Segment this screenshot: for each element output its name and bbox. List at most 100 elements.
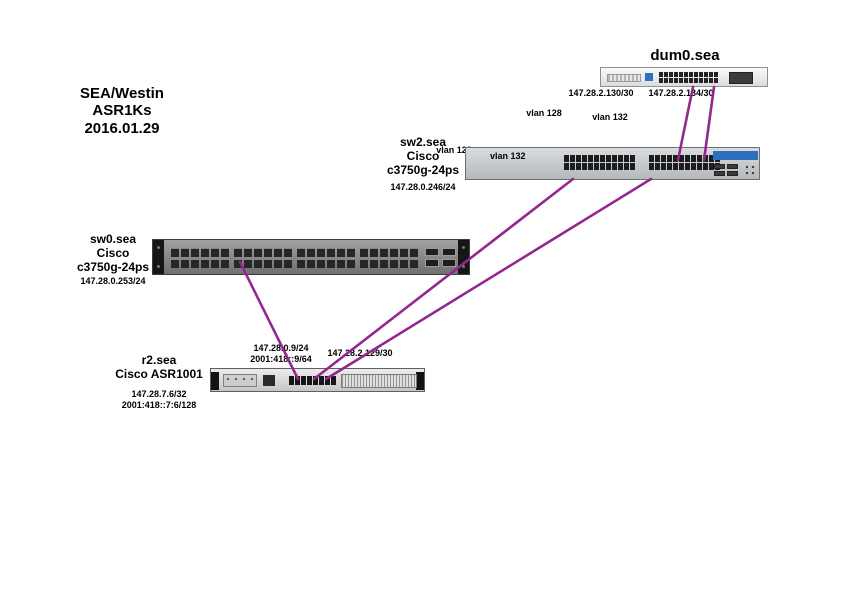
port	[370, 248, 378, 257]
r2-module	[263, 375, 275, 386]
port	[699, 72, 703, 77]
port	[727, 164, 738, 169]
port	[684, 78, 688, 83]
port	[588, 163, 593, 170]
port	[211, 259, 219, 268]
r2-front-panel	[223, 374, 257, 387]
port	[301, 376, 306, 385]
port	[325, 376, 330, 385]
port	[612, 155, 617, 162]
sw0-vendor: Cisco	[96, 246, 130, 261]
port	[594, 163, 599, 170]
sw2-model: c3750g-24ps	[386, 163, 460, 178]
port	[667, 155, 672, 162]
port	[400, 259, 408, 268]
r2-left-mount-ear	[211, 372, 219, 390]
port	[317, 259, 325, 268]
port	[606, 163, 611, 170]
port	[570, 163, 575, 170]
port	[442, 259, 456, 267]
port	[691, 163, 696, 170]
port	[390, 248, 398, 257]
port	[297, 248, 305, 257]
port	[661, 155, 666, 162]
port	[347, 248, 355, 257]
port	[714, 171, 725, 176]
port	[576, 155, 581, 162]
port	[684, 72, 688, 77]
port	[659, 78, 663, 83]
diagram-title: SEA/Westin ASR1Ks 2016.01.29	[61, 85, 183, 137]
r2-right-mount-ear	[416, 372, 424, 390]
port	[234, 259, 242, 268]
port	[370, 259, 378, 268]
port	[655, 163, 660, 170]
dum0-grille	[607, 74, 641, 82]
port	[181, 259, 189, 268]
r2-port-group	[289, 376, 336, 385]
port	[289, 376, 294, 385]
sw0-model: c3750g-24ps	[76, 260, 150, 275]
port	[624, 163, 629, 170]
port	[588, 155, 593, 162]
device-sw2: vlan 132	[465, 147, 760, 180]
port	[727, 171, 738, 176]
port	[410, 259, 418, 268]
port	[689, 78, 693, 83]
sw2-vlan-129-label: vlan 129	[436, 145, 472, 155]
port	[630, 155, 635, 162]
port	[191, 248, 199, 257]
port	[284, 259, 292, 268]
device-dum0	[600, 67, 768, 87]
sw0-name-block: sw0.sea Cisco c3750g-24ps	[63, 232, 163, 274]
port	[201, 248, 209, 257]
sw0-ip-label: 147.28.0.253/24	[80, 276, 146, 286]
port	[618, 155, 623, 162]
port	[307, 259, 315, 268]
port	[594, 155, 599, 162]
port	[576, 163, 581, 170]
port	[274, 259, 282, 268]
port	[673, 163, 678, 170]
port	[630, 163, 635, 170]
port	[297, 259, 305, 268]
title-line-3: 2016.01.29	[84, 119, 160, 137]
port	[600, 163, 605, 170]
port	[234, 248, 242, 257]
vlan-128-label: vlan 128	[526, 108, 562, 118]
port	[181, 248, 189, 257]
port	[703, 163, 708, 170]
port	[691, 155, 696, 162]
port	[347, 259, 355, 268]
port	[171, 248, 179, 257]
port	[649, 163, 654, 170]
port	[570, 155, 575, 162]
port	[191, 259, 199, 268]
r2-model: Cisco ASR1001	[115, 367, 203, 382]
port	[649, 155, 654, 162]
port	[360, 248, 368, 257]
port	[307, 248, 315, 257]
r2-name-block: r2.sea Cisco ASR1001	[103, 353, 215, 381]
port	[714, 78, 718, 83]
port	[699, 78, 703, 83]
port	[694, 72, 698, 77]
port	[697, 155, 702, 162]
device-sw0	[152, 239, 470, 275]
port	[655, 155, 660, 162]
r2-vent-grille	[341, 374, 417, 388]
port	[664, 78, 668, 83]
vlan-132-label: vlan 132	[592, 112, 628, 122]
port	[709, 72, 713, 77]
port	[295, 376, 300, 385]
sw0-port-group-4	[360, 248, 418, 268]
port	[313, 376, 318, 385]
title-line-2: ASR1Ks	[92, 102, 152, 120]
port	[697, 163, 702, 170]
r2-loopback-block: 147.28.7.6/32 2001:418::7:6/128	[99, 389, 219, 412]
port	[624, 155, 629, 162]
title-line-1: SEA/Westin	[80, 85, 164, 102]
port	[410, 248, 418, 257]
port	[425, 248, 439, 256]
